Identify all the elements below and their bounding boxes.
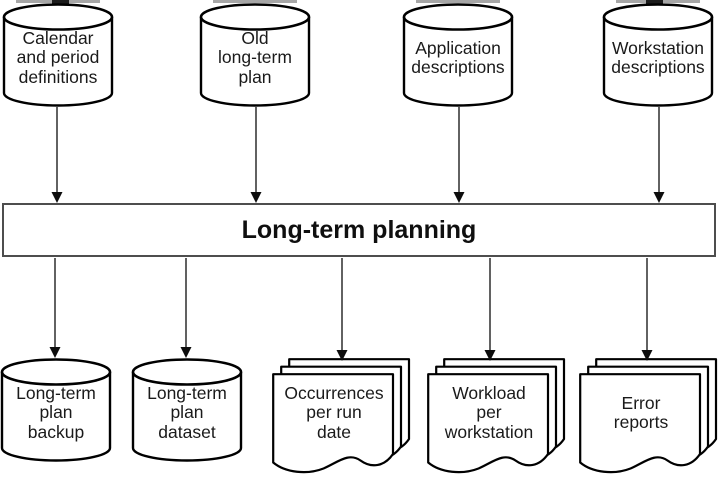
node-label: Calendar and period definitions bbox=[9, 24, 107, 92]
label-line: dataset bbox=[158, 421, 216, 442]
label-line: Application bbox=[415, 37, 501, 58]
arrow-output-3 bbox=[336, 258, 348, 361]
label-line: descriptions bbox=[611, 57, 705, 77]
node-label: Workstation descriptions bbox=[609, 24, 707, 92]
arrow-input-3 bbox=[453, 107, 465, 203]
label-line: Calendar bbox=[22, 27, 94, 48]
label-line: plan bbox=[170, 402, 204, 423]
node-label: Long-term plan backup bbox=[7, 379, 105, 447]
label-line: Long-term bbox=[147, 382, 227, 403]
cut-off-connector-stub bbox=[52, 0, 69, 4]
label-line: per run bbox=[306, 402, 362, 423]
label-line: Error bbox=[621, 392, 661, 413]
process-title: Long-term planning bbox=[241, 215, 477, 244]
arrow-input-1 bbox=[51, 107, 63, 203]
label-line: date bbox=[316, 421, 352, 442]
database-cylinder-icon bbox=[402, 3, 514, 107]
label-line: plan bbox=[238, 66, 272, 87]
label-line: long-term bbox=[218, 47, 292, 68]
label-line: descriptions bbox=[411, 57, 505, 77]
output-long-term-plan-dataset bbox=[131, 357, 243, 463]
node-label: Application descriptions bbox=[409, 24, 507, 92]
label-line: definitions bbox=[18, 66, 98, 87]
input-calendar-period-definitions bbox=[2, 2, 114, 108]
database-cylinder-icon bbox=[131, 358, 243, 462]
output-long-term-plan-backup bbox=[0, 357, 112, 463]
label-line: Workstation bbox=[611, 37, 705, 58]
node-label: Long-term plan dataset bbox=[138, 379, 236, 447]
node-label: Old long-term plan bbox=[206, 24, 304, 92]
label-line: per bbox=[476, 402, 502, 423]
label-line: Long-term bbox=[16, 382, 96, 403]
database-cylinder-icon bbox=[602, 3, 714, 107]
process-long-term-planning: Long-term planning bbox=[2, 203, 716, 257]
label-line: Occurrences bbox=[284, 382, 384, 403]
label-line: Old bbox=[241, 27, 269, 48]
node-label: Error reports bbox=[581, 381, 701, 445]
node-label: Workload per workstation bbox=[429, 381, 549, 445]
arrow-output-2 bbox=[180, 258, 192, 358]
label-line: Workload bbox=[452, 382, 526, 403]
arrow-input-4 bbox=[653, 107, 665, 203]
label-line: workstation bbox=[444, 421, 534, 442]
label-line: and period bbox=[16, 47, 100, 68]
label-line: reports bbox=[613, 412, 669, 432]
arrow-output-5 bbox=[641, 258, 653, 361]
input-old-long-term-plan bbox=[199, 2, 311, 108]
input-application-descriptions bbox=[402, 2, 514, 108]
database-cylinder-icon bbox=[2, 3, 114, 107]
top-edge-artifact bbox=[416, 0, 500, 3]
database-cylinder-icon bbox=[199, 3, 311, 107]
arrow-input-2 bbox=[250, 107, 262, 203]
input-workstation-descriptions bbox=[602, 2, 714, 108]
cut-off-connector-stub bbox=[646, 0, 663, 4]
arrow-output-4 bbox=[484, 258, 496, 361]
database-cylinder-icon bbox=[0, 358, 112, 462]
top-edge-artifact bbox=[213, 0, 297, 3]
label-line: plan bbox=[39, 402, 73, 423]
node-label: Occurrences per run date bbox=[274, 381, 394, 445]
label-line: backup bbox=[27, 421, 85, 442]
arrow-output-1 bbox=[49, 258, 61, 358]
